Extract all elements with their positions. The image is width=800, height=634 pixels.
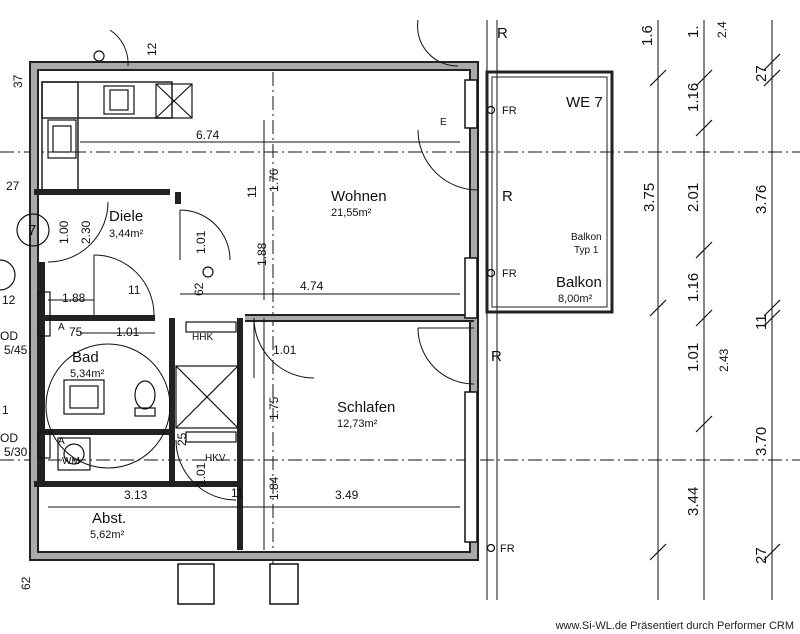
dim-diele-left: 1.88 xyxy=(62,291,86,305)
dim-2-30: 2.30 xyxy=(79,220,93,244)
fr-mark-2: FR xyxy=(502,268,517,280)
dim-1-left: 1 xyxy=(2,403,9,417)
od-2: OD xyxy=(0,431,18,445)
right-dim-ticks xyxy=(649,53,781,561)
e-mark: E xyxy=(440,117,447,128)
dim-top-width: 6.74 xyxy=(196,128,220,142)
vertical-dimension-text: 1.76 1.88 1.75 1.84 1.01 1.01 1.00 2.30 … xyxy=(11,42,281,590)
a-mark-2: A xyxy=(58,436,65,447)
rdim-top-1: 1. xyxy=(685,25,702,38)
rdim-col3-0: 27 xyxy=(753,65,770,82)
hkv-mark: HKV xyxy=(205,453,226,464)
room-schlafen-area: 12,73m² xyxy=(337,418,378,430)
room-diele-area: 3,44m² xyxy=(109,228,144,240)
rdim-col3-4: 27 xyxy=(753,547,770,564)
dim-11-b: 11 xyxy=(231,486,244,500)
balkon-type-line2: Typ 1 xyxy=(574,245,599,256)
rdim-col2-1: 2.01 xyxy=(685,183,702,212)
hhk-mark: HHK xyxy=(192,332,213,343)
room-balkon-name: Balkon xyxy=(556,274,602,291)
fr-mark-3: FR xyxy=(500,543,515,555)
dimension-text: 6.74 4.74 3.13 3.49 1.88 1.01 1.01 75 11… xyxy=(0,128,359,502)
rdim-col2-2: 1.16 xyxy=(685,273,702,302)
dim-75: 75 xyxy=(69,325,83,339)
fr-mark-1: FR xyxy=(502,105,517,117)
od-2-value: 5/30 xyxy=(4,445,28,459)
dim-1-88: 1.88 xyxy=(255,242,269,266)
dim-25: 25 xyxy=(175,432,189,446)
rdim-col3-1: 3.76 xyxy=(753,185,770,214)
rdim-col1-2: 3.44 xyxy=(685,487,702,516)
room-diele-name: Diele xyxy=(109,208,143,225)
rdim-col3-2: 11 xyxy=(753,314,770,330)
plan-marks: FR FR FR R R R E HHK HKV WM A A xyxy=(58,25,517,555)
room-labels: Wohnen 21,55m² Schlafen 12,73m² Diele 3,… xyxy=(28,94,603,541)
dim-door-1-01: 1.01 xyxy=(273,343,297,357)
balkon-type-line1: Balkon xyxy=(571,232,602,243)
dim-1-75: 1.75 xyxy=(267,396,281,420)
dim-wohnen-width: 4.74 xyxy=(300,279,324,293)
dim-1-00: 1.00 xyxy=(57,220,71,244)
r-mark-1: R xyxy=(497,25,508,42)
rdim-col2-3: 2.43 xyxy=(717,348,731,372)
room-bad-area: 5,34m² xyxy=(70,368,105,380)
room-abst-area: 5,62m² xyxy=(90,529,125,541)
dim-bad-width: 1.01 xyxy=(116,325,140,339)
doors xyxy=(45,19,479,501)
dim-62-bottom: 62 xyxy=(19,576,33,590)
rdim-col3-3: 3.70 xyxy=(753,427,770,456)
dim-1-76: 1.76 xyxy=(267,168,281,192)
kitchen-fixtures xyxy=(47,83,193,159)
dim-12-top: 12 xyxy=(145,42,159,56)
footer-credit: www.Si-WL.de Präsentiert durch Performer… xyxy=(555,620,794,632)
dim-62: 62 xyxy=(192,282,206,296)
od-1-value: 5/45 xyxy=(4,343,28,357)
rdim-col1-1: 1.01 xyxy=(685,343,702,372)
r-mark-2: R xyxy=(502,188,513,205)
dim-1-84: 1.84 xyxy=(267,476,281,500)
rdim-col1-0: 3.75 xyxy=(641,183,658,212)
right-dimensions: 3.75 1.01 3.44 1.16 2.01 1.16 2.43 27 3.… xyxy=(639,21,770,564)
dim-1-01-vert-b: 1.01 xyxy=(194,462,208,486)
dim-37: 37 xyxy=(11,74,25,88)
dim-12-left: 12 xyxy=(2,293,16,307)
dim-abst-width: 3.13 xyxy=(124,488,148,502)
room-bad-name: Bad xyxy=(72,349,99,366)
dim-11-a: 11 xyxy=(128,283,141,297)
r-mark-3: R xyxy=(491,348,502,365)
a-mark-1: A xyxy=(58,322,65,333)
bath-fixtures xyxy=(37,291,239,471)
dim-27-left: 27 xyxy=(6,179,20,193)
room-balkon-area: 8,00m² xyxy=(558,293,593,305)
dim-schlafen-width: 3.49 xyxy=(335,488,359,502)
rdim-top-0: 1.6 xyxy=(639,25,656,46)
room-wohnen-name: Wohnen xyxy=(331,188,387,205)
dimension-lines xyxy=(48,120,460,550)
room-abst-name: Abst. xyxy=(92,510,126,527)
unit-label: WE 7 xyxy=(566,94,603,111)
dim-11-vert: 11 xyxy=(245,185,259,198)
inner-walls xyxy=(34,70,614,550)
misc-marks xyxy=(0,50,496,553)
od-1: OD xyxy=(0,329,18,343)
rdim-col2-0: 1.16 xyxy=(685,83,702,112)
unit-number: 7 xyxy=(28,222,36,239)
windows xyxy=(177,79,478,605)
room-schlafen-name: Schlafen xyxy=(337,399,395,416)
wm-mark: WM xyxy=(62,456,80,467)
rdim-top-2: 2.4 xyxy=(715,21,729,38)
room-wohnen-area: 21,55m² xyxy=(331,207,372,219)
dim-1-01-vert: 1.01 xyxy=(194,230,208,254)
